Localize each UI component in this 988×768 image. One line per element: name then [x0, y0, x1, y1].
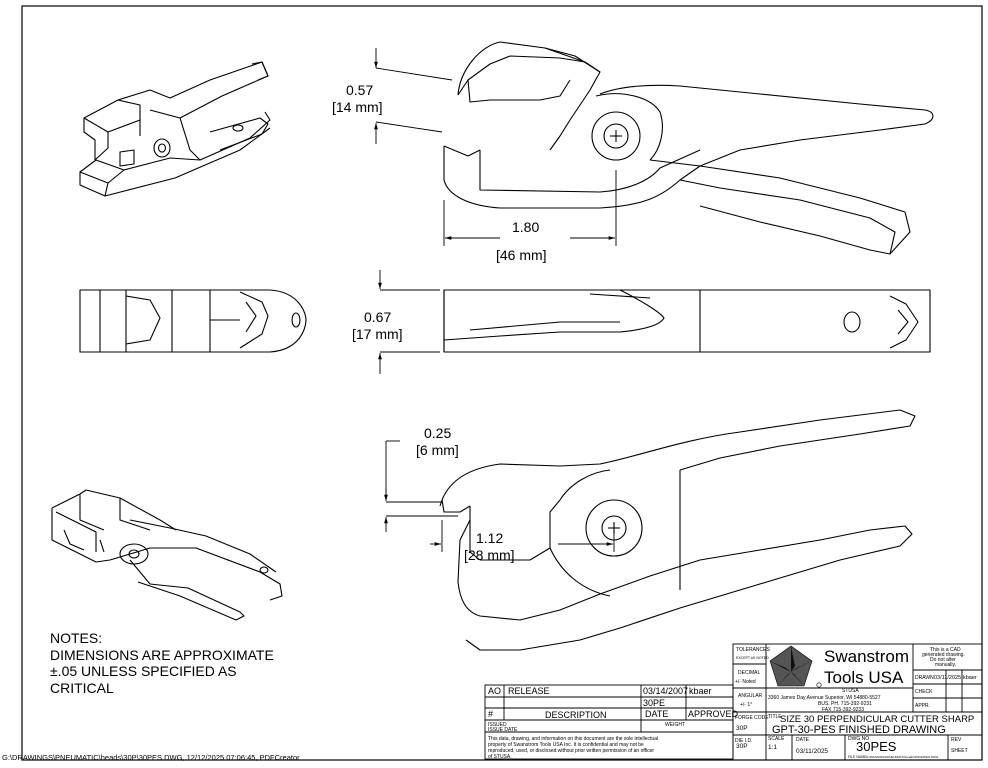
- dimension-offset: [384, 440, 458, 532]
- dimension-thickness: [378, 270, 440, 374]
- dim-jaw-opening-in: 0.57: [346, 82, 373, 98]
- tb-file-name-value: G:\DRAWINGS\PNEUMATIC\heads\30P\30PES.DW…: [866, 755, 939, 759]
- rev-row-by: kbaer: [689, 686, 712, 696]
- notes-heading: NOTES:: [50, 630, 102, 646]
- isometric-view-bottom: [51, 489, 283, 621]
- company-name-line1: Swanstrom: [824, 647, 909, 666]
- dim-jaw-opening-mm: [14 mm]: [332, 99, 383, 115]
- tb-scale-value: 1:1: [768, 744, 777, 751]
- tb-die-value: 30P: [736, 743, 748, 750]
- front-view: [79, 289, 307, 353]
- dimension-jaw-length: [443, 170, 617, 246]
- dim-thickness-mm: [17 mm]: [352, 326, 403, 342]
- dim-blade-length-in: 1.12: [476, 530, 503, 546]
- tb-file-name-label: FILE NAME: [848, 755, 867, 759]
- rev-hdr-rev: #: [488, 709, 493, 719]
- tb-drawn-label: DRAWN: [915, 675, 934, 681]
- rev-row-rev: AO: [488, 686, 501, 696]
- tb-title-line-1: SIZE 30 PERPENDICULAR CUTTER SHARP: [780, 714, 974, 725]
- company-logo: [769, 645, 822, 688]
- tb-dwg-value: 30PES: [856, 739, 897, 754]
- dim-offset-mm: [6 mm]: [416, 442, 459, 458]
- rev-row-desc: RELEASE: [508, 686, 550, 696]
- tb-drawn-date: 03/11/2025: [934, 675, 961, 681]
- tb-drawn-by: kbaer: [963, 675, 977, 681]
- rev-disclaimer-1: This data, drawing, and information on t…: [488, 736, 658, 742]
- tb-forge-code-label: FORGE CODE: [735, 715, 769, 721]
- tb-check-label: CHECK: [915, 689, 933, 695]
- rev-issue-date: ISSUE DATE: [488, 727, 518, 733]
- rev-issued: ISSUED: [488, 722, 507, 728]
- rev-weight: WEIGHT: [665, 722, 685, 728]
- tb-tol-sub: EXCEPT AS NOTED: [736, 656, 769, 660]
- dim-offset-in: 0.25: [424, 425, 451, 441]
- dimension-jaw-opening: [374, 48, 453, 144]
- rev-disclaimer-4: of STUSA.: [488, 754, 512, 760]
- notes-line-1: DIMENSIONS ARE APPROXIMATE: [50, 647, 274, 663]
- tb-dwg-label: DWG NO: [848, 736, 869, 742]
- company-name-line2: Tools USA: [824, 668, 904, 687]
- sheet-border: [21, 5, 983, 761]
- tb-decimal-val: +/- Noted: [735, 679, 756, 685]
- tb-die-label: DIE I.D.: [735, 738, 753, 744]
- isometric-view-top: [79, 61, 271, 197]
- rev-row-date: 03/14/2007: [643, 686, 688, 696]
- tb-date-value: 03/11/2025: [796, 748, 828, 755]
- tb-title-label: TITLE: [768, 714, 782, 720]
- cad-note-1: This is a CAD: [930, 647, 961, 653]
- tb-forge-code: 30P: [736, 725, 748, 732]
- rev-hdr-date: DATE: [645, 709, 668, 719]
- rev-hdr-approved: APPROVED: [688, 709, 739, 719]
- side-view-open: [443, 41, 934, 255]
- company-address-3: FAX 715-392-9233: [822, 707, 864, 713]
- tb-appr-label: APPR.: [915, 703, 930, 709]
- title-block: [732, 643, 983, 761]
- cad-note-4: manually.: [935, 662, 956, 668]
- company-abbr: STUSA: [842, 688, 859, 694]
- tb-date-label: DATE: [796, 737, 810, 743]
- plan-view: [443, 289, 931, 353]
- cad-note-2: generated drawing.: [922, 652, 965, 658]
- notes-line-3: CRITICAL: [50, 680, 114, 696]
- notes-line-2: ±.05 UNLESS SPECIFIED AS: [50, 663, 237, 679]
- tb-angular-val: +/- 1°: [740, 702, 752, 708]
- dim-jaw-length-mm: [46 mm]: [496, 247, 547, 263]
- tb-title-line-2: GPT-30-PES FINISHED DRAWING: [772, 724, 946, 736]
- tb-decimal: DECIMAL: [738, 670, 760, 676]
- file-path-footer: G:\DRAWINGS\PNEUMATIC\heads\30P\30PES.DW…: [2, 753, 300, 762]
- rev-disclaimer-2: property of Swanstrom Tools USA Inc. It …: [488, 742, 644, 748]
- rev-disclaimer-3: reproduced, used, or disclosed without p…: [488, 748, 654, 754]
- tb-scale-label: SCALE: [768, 736, 785, 742]
- side-view-closed: [439, 409, 916, 651]
- dim-thickness-in: 0.67: [364, 309, 391, 325]
- cad-note-3: Do not alter: [930, 657, 956, 663]
- tb-tolerances: TOLERANCES: [736, 647, 770, 653]
- rev-hdr-desc: DESCRIPTION: [545, 710, 607, 720]
- dim-jaw-length-in: 1.80: [512, 219, 539, 235]
- rev-row2-date: 30PE: [643, 698, 665, 708]
- tb-rev-label: REV: [951, 737, 962, 743]
- company-address-1: 3360 James Day Avenue Superior, WI 54880…: [768, 695, 881, 701]
- dimension-blade-length: [430, 520, 615, 552]
- tb-angular: ANGULAR: [738, 693, 763, 699]
- tb-sheet-label: SHEET: [951, 748, 968, 754]
- dim-blade-length-mm: [28 mm]: [464, 547, 515, 563]
- company-address-2: BUS. PH. 715-392-9231: [818, 701, 872, 707]
